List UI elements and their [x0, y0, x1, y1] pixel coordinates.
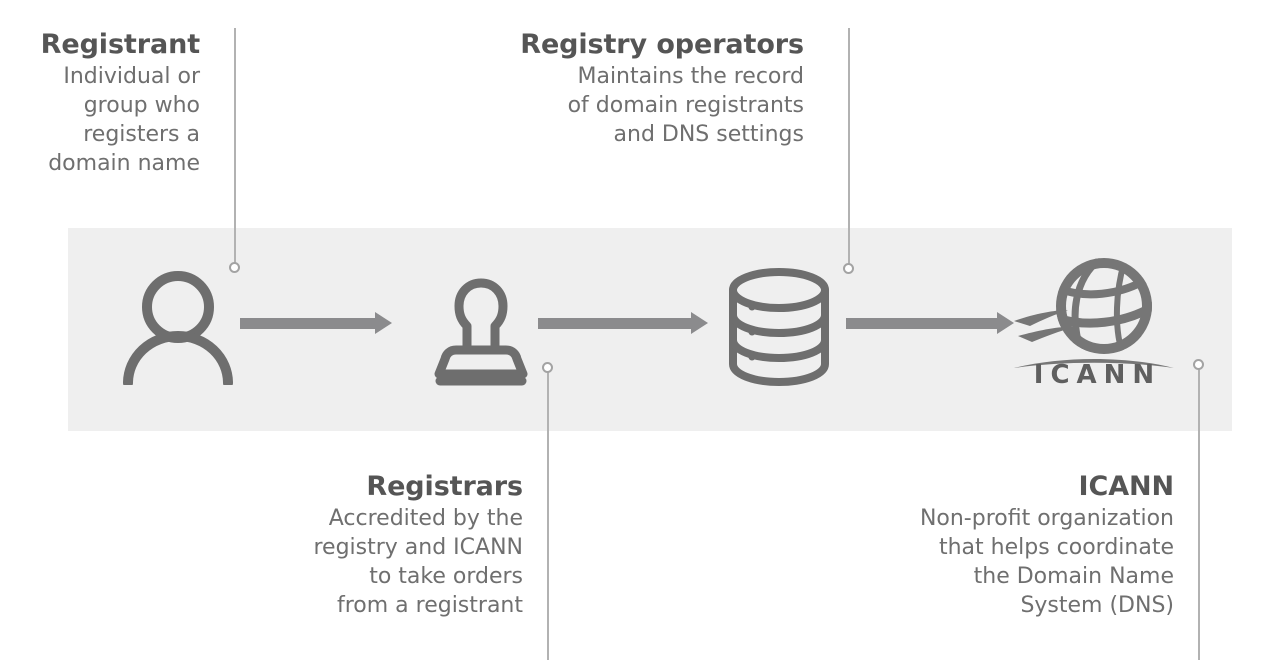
- callout-line: registry and ICANN: [313, 535, 523, 560]
- icann-globe-icon: [1014, 258, 1174, 368]
- stamp-icon: [428, 268, 534, 386]
- arrow-shaft: [538, 318, 691, 329]
- callout-description-registrars: Accredited by the registry and ICANN to …: [280, 504, 523, 620]
- arrow-shaft: [240, 318, 375, 329]
- connector-icann: [1198, 365, 1200, 660]
- callout-title-registrars: Registrars: [366, 471, 523, 502]
- connector-registrars: [547, 368, 549, 660]
- icann-logo-text: ICANN: [1033, 360, 1162, 390]
- callout-line: System (DNS): [1020, 593, 1174, 618]
- diagram-band: [68, 228, 1232, 431]
- connector-marker-registrars: [542, 362, 553, 373]
- callout-line: Individual or: [63, 64, 200, 89]
- database-icon: [726, 268, 832, 386]
- arrow-shaft: [846, 318, 997, 329]
- connector-marker-registry-operators: [843, 263, 854, 274]
- connector-registry-operators: [848, 28, 850, 269]
- callout-line: from a registrant: [336, 593, 523, 618]
- callout-line: that helps coordinate: [938, 535, 1174, 560]
- connector-marker-icann: [1193, 359, 1204, 370]
- callout-line: of domain registrants: [567, 93, 804, 118]
- callout-title-icann: ICANN: [1078, 471, 1175, 502]
- icann-logo: ICANN: [1012, 256, 1176, 391]
- callout-title-registrant: Registrant: [40, 29, 200, 60]
- callout-description-registrant: Individual or group who registers a doma…: [0, 62, 200, 178]
- arrow-registrant-to-registrars: [240, 312, 392, 334]
- callout-description-icann: Non-profit organization that helps coord…: [880, 504, 1174, 620]
- connector-marker-registrant: [229, 262, 240, 273]
- callout-description-registry-operators: Maintains the record of domain registran…: [480, 62, 804, 149]
- arrow-registry-to-icann: [846, 312, 1014, 334]
- callout-registrant: Registrant Individual or group who regis…: [0, 28, 200, 178]
- callout-line: Maintains the record: [577, 64, 804, 89]
- callout-line: group who: [83, 93, 200, 118]
- callout-line: the Domain Name: [973, 564, 1174, 589]
- arrow-head: [375, 312, 392, 334]
- callout-line: Accredited by the: [328, 506, 523, 531]
- callout-line: to take orders: [369, 564, 523, 589]
- connector-registrant: [234, 28, 236, 268]
- callout-title-registry-operators: Registry operators: [520, 29, 804, 60]
- callout-registrars: Registrars Accredited by the registry an…: [280, 470, 523, 620]
- person-icon: [118, 270, 238, 385]
- callout-line: registers a: [83, 122, 200, 147]
- callout-icann: ICANN Non-profit organization that helps…: [880, 470, 1174, 620]
- arrow-head: [997, 312, 1014, 334]
- callout-line: domain name: [48, 151, 200, 176]
- callout-line: and DNS settings: [613, 122, 804, 147]
- callout-registry-operators: Registry operators Maintains the record …: [480, 28, 804, 149]
- arrow-head: [691, 312, 708, 334]
- callout-line: Non-profit organization: [919, 506, 1174, 531]
- arrow-registrars-to-registry: [538, 312, 708, 334]
